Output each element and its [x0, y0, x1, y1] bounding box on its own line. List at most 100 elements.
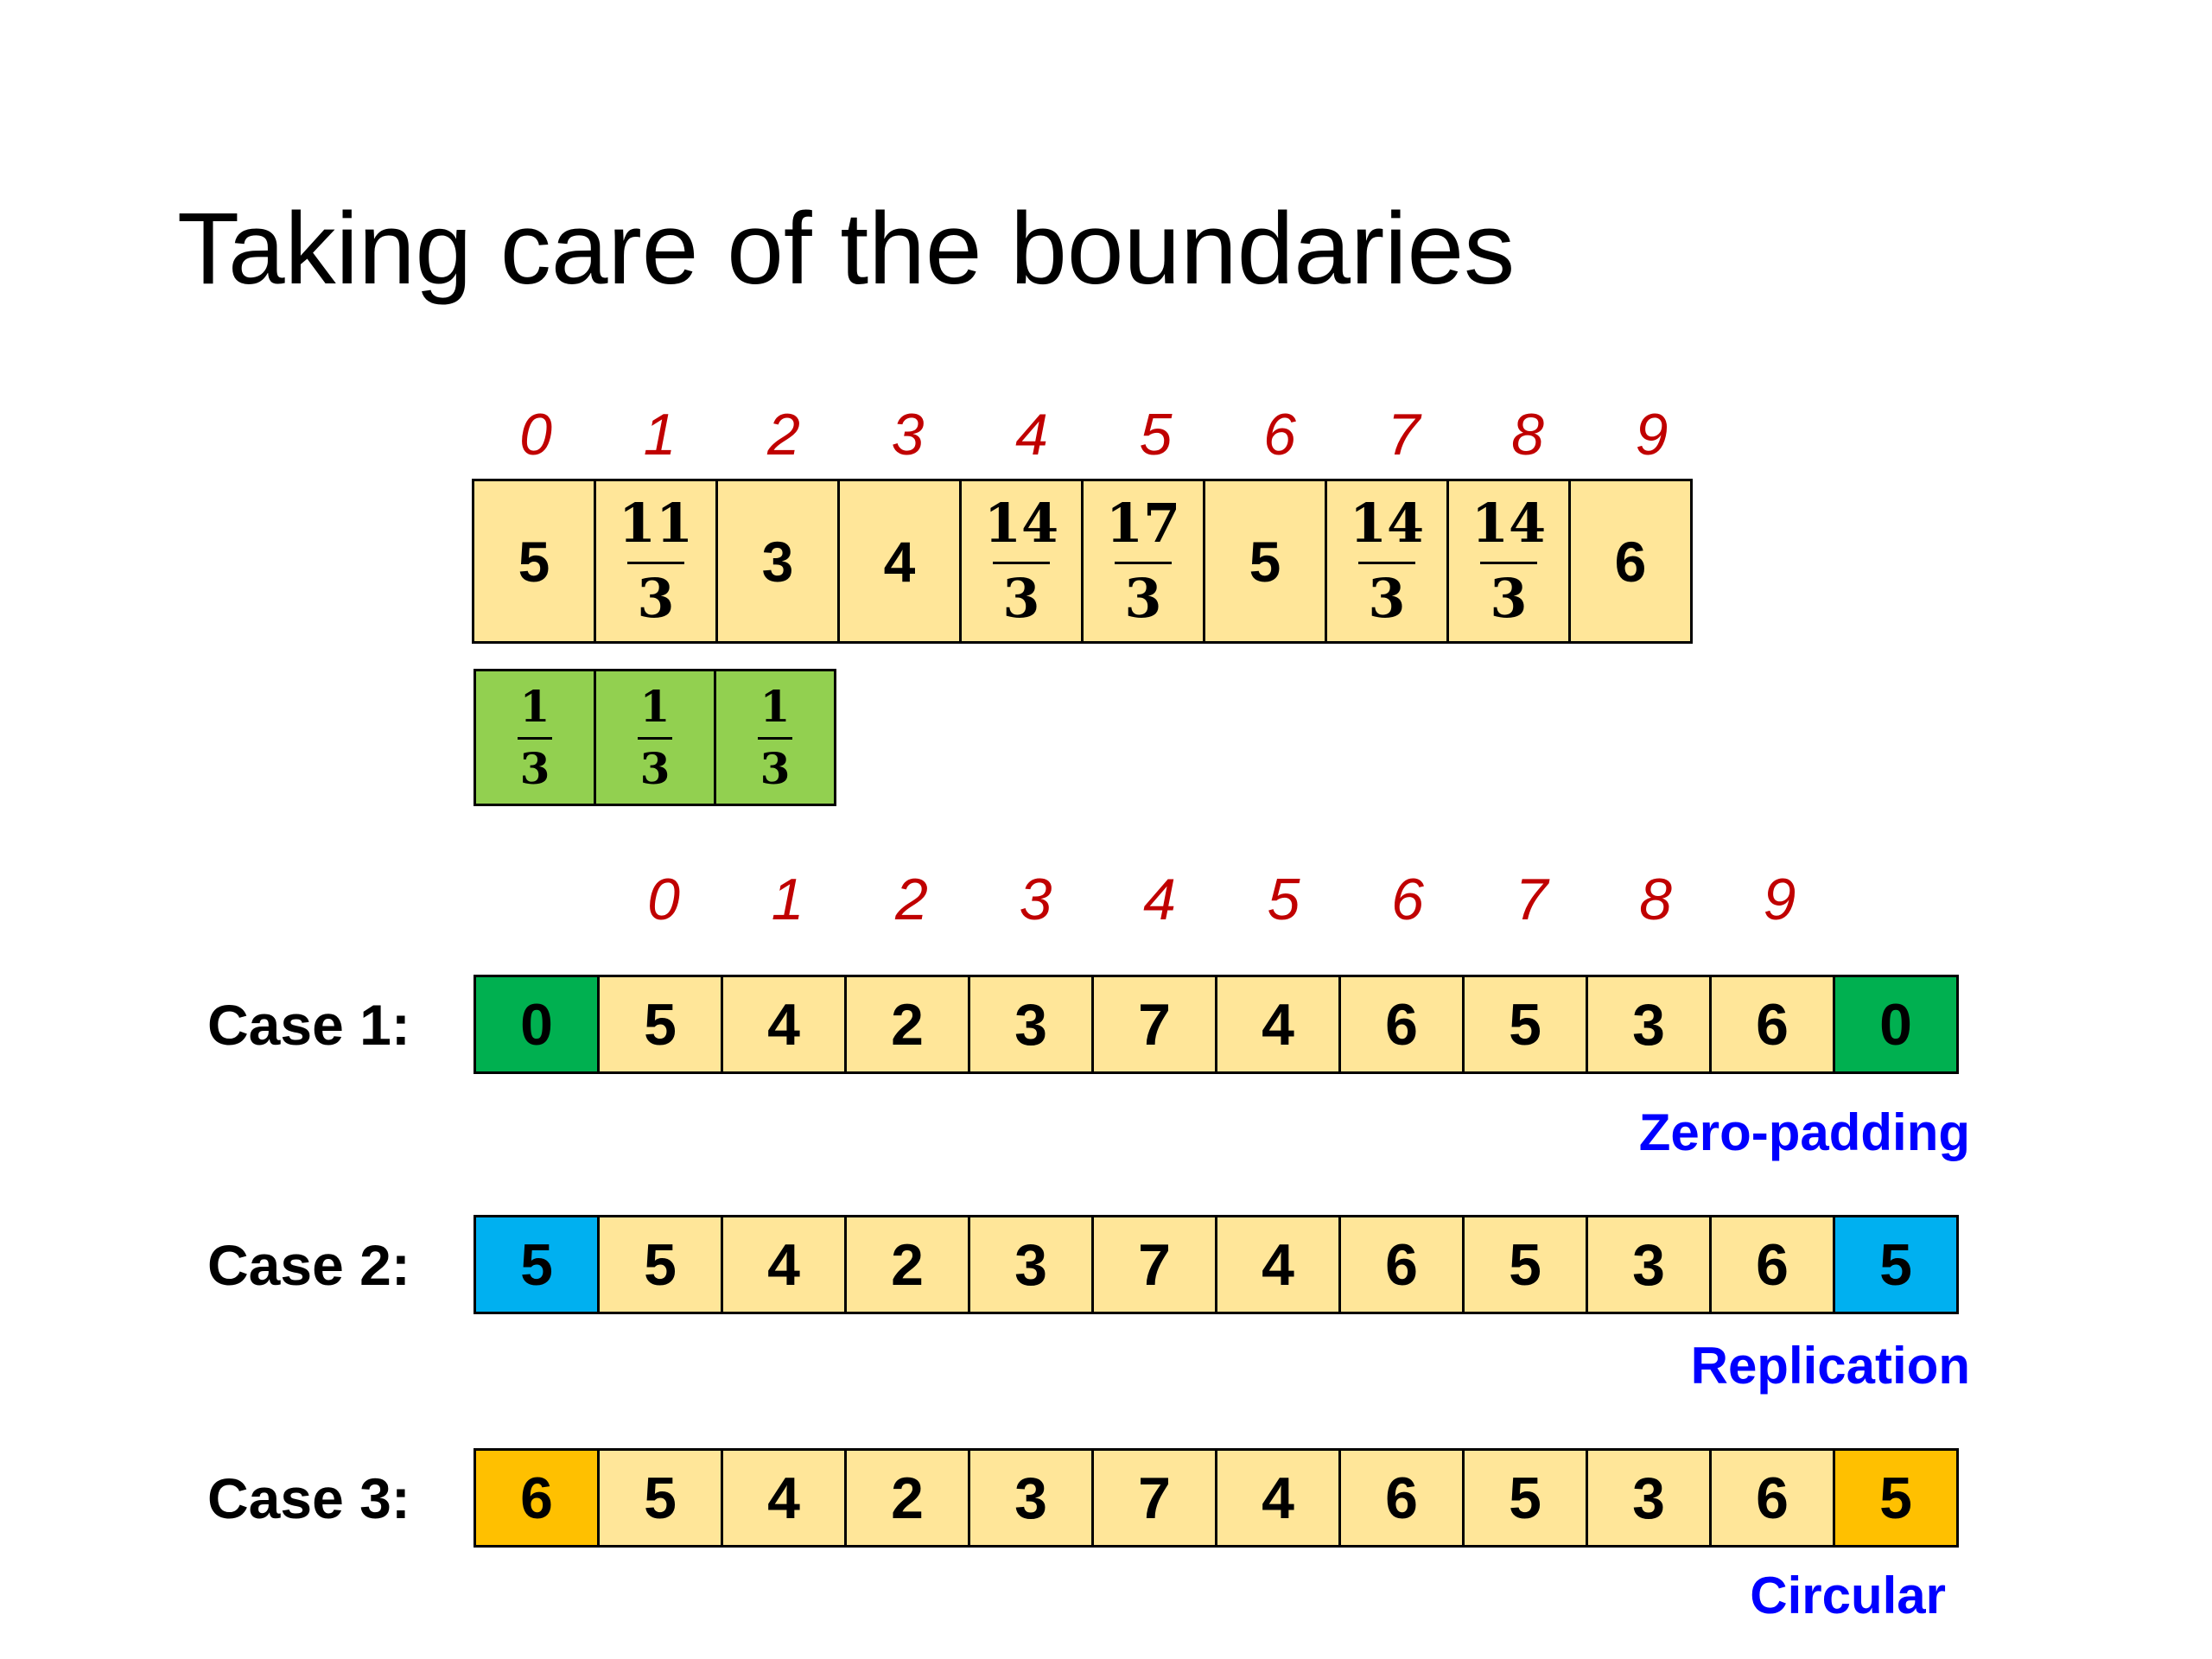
fraction-bar	[638, 737, 672, 740]
cell-value: 6	[1756, 1465, 1789, 1531]
index-label: 5	[1139, 402, 1173, 467]
fraction-numerator: 1	[760, 681, 791, 732]
cell-value: 3	[761, 529, 794, 594]
padding-cell: 5	[1833, 1215, 1959, 1314]
cell-value: 3	[1632, 1231, 1665, 1298]
index-label: 5	[1267, 867, 1300, 932]
padding-cell: 0	[474, 975, 600, 1074]
cell-value: 6	[1385, 1465, 1418, 1531]
signal-cell: 4	[721, 1448, 847, 1548]
signal-cell: 2	[844, 975, 970, 1074]
cell-value: 6	[520, 1465, 553, 1531]
fraction-denominator: 3	[1490, 567, 1528, 630]
fraction-denominator: 3	[519, 743, 550, 794]
result-cell: 5	[1203, 479, 1327, 644]
signal-cell: 4	[721, 975, 847, 1074]
case-label: Case 3:	[207, 1466, 410, 1530]
signal-cell: 4	[721, 1215, 847, 1314]
result-cell: 3	[715, 479, 840, 644]
signal-cell: 5	[1462, 975, 1588, 1074]
signal-cell: 5	[1462, 1448, 1588, 1548]
cell-value: 5	[1249, 529, 1281, 594]
signal-cell: 6	[1338, 1448, 1465, 1548]
cell-value: 4	[1262, 991, 1294, 1058]
signal-cell: 4	[1215, 1448, 1341, 1548]
cell-value: 3	[1014, 1465, 1047, 1531]
signal-cell: 7	[1091, 1448, 1217, 1548]
fraction-bar	[992, 562, 1051, 564]
cell-value: 7	[1138, 1465, 1171, 1531]
fraction-bar	[626, 562, 685, 564]
cell-value: 6	[1385, 991, 1418, 1058]
result-cell: 5	[472, 479, 596, 644]
slide-title: Taking care of the boundaries	[177, 192, 1516, 306]
cell-value: 5	[1509, 1465, 1541, 1531]
cell-value: 5	[644, 991, 677, 1058]
cell-value: 3	[1014, 1231, 1047, 1298]
cell-value: 2	[891, 1231, 924, 1298]
fraction-denominator: 3	[1002, 567, 1040, 630]
signal-cell: 6	[1709, 1448, 1835, 1548]
index-label: 6	[1263, 402, 1296, 467]
signal-cell: 5	[597, 975, 723, 1074]
index-label: 9	[1763, 867, 1796, 932]
index-label: 3	[1019, 867, 1052, 932]
fraction-denominator: 3	[1368, 567, 1406, 630]
cell-value: 0	[520, 991, 553, 1058]
padding-cell: 5	[474, 1215, 600, 1314]
index-label: 8	[1511, 402, 1544, 467]
fraction-bar	[1479, 562, 1538, 564]
fraction-numerator: 1	[639, 681, 671, 732]
fraction-numerator: 14	[1471, 491, 1547, 555]
cell-value: 5	[520, 1231, 553, 1298]
cell-value: 7	[1138, 1231, 1171, 1298]
fraction-numerator: 11	[618, 491, 694, 555]
index-label: 7	[1387, 402, 1421, 467]
signal-cell: 3	[968, 1215, 1094, 1314]
signal-cell: 6	[1709, 975, 1835, 1074]
signal-cell: 5	[597, 1215, 723, 1314]
padding-cell: 5	[1833, 1448, 1959, 1548]
cell-value: 0	[1879, 991, 1912, 1058]
index-label: 1	[771, 867, 804, 932]
index-label: 1	[643, 402, 677, 467]
fraction-numerator: 14	[1349, 491, 1425, 555]
padding-cell: 6	[474, 1448, 600, 1548]
index-label: 4	[1143, 867, 1176, 932]
index-label: 7	[1515, 867, 1548, 932]
padding-method-label: Replication	[1690, 1337, 1970, 1395]
case-label: Case 1:	[207, 993, 410, 1057]
cell-value: 6	[1756, 1231, 1789, 1298]
index-label: 0	[647, 867, 680, 932]
fraction-bar	[1357, 562, 1416, 564]
case-label: Case 2:	[207, 1233, 410, 1297]
fraction-numerator: 17	[1105, 491, 1181, 555]
index-label: 8	[1639, 867, 1672, 932]
index-label: 4	[1015, 402, 1048, 467]
cell-value: 5	[1509, 991, 1541, 1058]
cell-value: 5	[1509, 1231, 1541, 1298]
signal-cell: 3	[968, 975, 1094, 1074]
signal-cell: 6	[1338, 1215, 1465, 1314]
signal-cell: 3	[1586, 975, 1712, 1074]
cell-value: 4	[767, 1231, 800, 1298]
index-label: 0	[519, 402, 552, 467]
cell-value: 4	[1262, 1231, 1294, 1298]
signal-cell: 2	[844, 1215, 970, 1314]
signal-cell: 6	[1709, 1215, 1835, 1314]
cell-value: 4	[1262, 1465, 1294, 1531]
